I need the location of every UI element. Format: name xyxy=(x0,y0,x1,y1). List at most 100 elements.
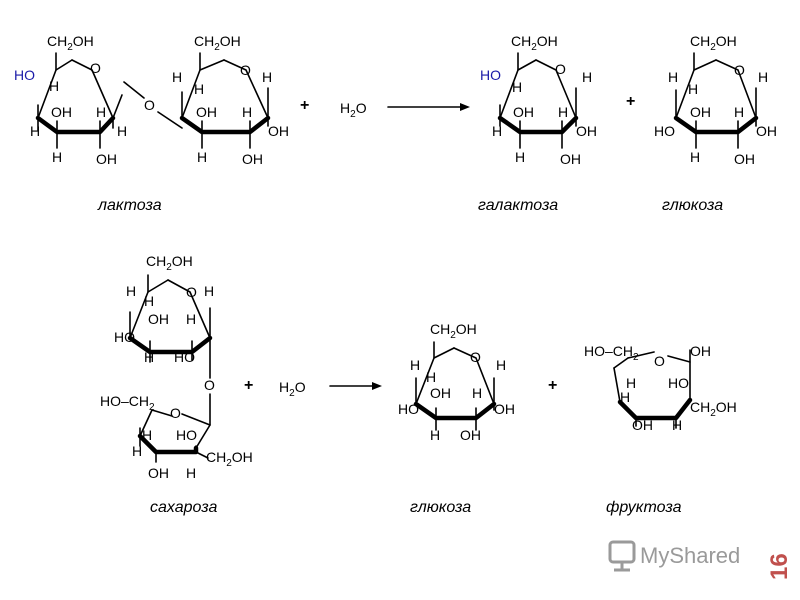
glucose-structure: CH2OH O H H H OH H HO OH H OH xyxy=(654,33,777,167)
sucrose-fructose-ring: HO–CH2 O H HO H H CH2OH OH xyxy=(100,393,253,481)
sucrose-structure: CH2OH O H H H OH H HO H HO O HO–CH2 O H xyxy=(100,253,253,481)
h-label: H xyxy=(144,349,154,365)
h-label: H xyxy=(626,375,636,391)
h-label: H xyxy=(492,123,502,139)
h-label: H xyxy=(144,293,154,309)
h-label: H xyxy=(430,427,440,443)
h-label: H xyxy=(426,369,436,385)
h-label: H xyxy=(734,104,744,120)
h-label: H xyxy=(172,69,182,85)
oh-label: OH xyxy=(690,343,711,359)
plus-sign: + xyxy=(626,93,635,110)
h-label: H xyxy=(117,123,127,139)
sucrose-glucose-ring: CH2OH O H H H OH H HO H HO xyxy=(114,253,214,379)
ch2oh-label: CH2OH xyxy=(47,33,94,53)
oh-label: OH xyxy=(756,123,777,139)
h-label: H xyxy=(758,69,768,85)
oh-label: OH xyxy=(734,151,755,167)
oh-label: OH xyxy=(430,385,451,401)
ring-oxygen: O xyxy=(170,405,181,421)
ring-oxygen: O xyxy=(555,61,566,77)
plus-sign: + xyxy=(244,377,253,394)
caption-sucrose: сахароза xyxy=(150,499,217,516)
oh-label: OH xyxy=(494,401,515,417)
h-label: H xyxy=(410,357,420,373)
h-label: H xyxy=(262,69,272,85)
reaction-arrow xyxy=(329,382,382,390)
oh-label: OH xyxy=(576,123,597,139)
ho-label-highlight: HO xyxy=(14,67,35,83)
oh-label: OH xyxy=(690,104,711,120)
h-label: H xyxy=(197,149,207,165)
h-label: H xyxy=(690,149,700,165)
h-label: H xyxy=(30,123,40,139)
h-label: H xyxy=(512,79,522,95)
h-label: H xyxy=(126,283,136,299)
h-label: H xyxy=(496,357,506,373)
galactose-structure: CH2OH HO O H H OH H H OH H OH xyxy=(480,33,597,167)
watermark-text: MyShared xyxy=(640,543,740,568)
h-label: H xyxy=(688,81,698,97)
lactose-structure: CH2OH HO O H OH H H H H OH O xyxy=(14,33,289,167)
water-formula: H2O xyxy=(340,100,367,120)
ho-label: HO xyxy=(668,375,689,391)
lactose-galactose-ring: CH2OH HO O H OH H H H H OH xyxy=(14,33,127,167)
ch2oh-label: CH2OH xyxy=(146,253,193,273)
ring-oxygen: O xyxy=(90,60,101,76)
ring-oxygen: O xyxy=(654,353,665,369)
lactose-glucose-ring: CH2OH O H H H OH H OH H OH xyxy=(172,33,289,167)
ring-oxygen: O xyxy=(240,62,251,78)
oh-label: OH xyxy=(148,311,169,327)
h-label: H xyxy=(668,69,678,85)
caption-glucose: глюкоза xyxy=(662,197,723,214)
h-label: H xyxy=(96,104,106,120)
h-label: H xyxy=(582,69,592,85)
h-label: H xyxy=(558,104,568,120)
h-label: H xyxy=(132,443,142,459)
h-label: H xyxy=(194,81,204,97)
ring-oxygen: O xyxy=(470,349,481,365)
ring-oxygen: O xyxy=(734,62,745,78)
oh-label: OH xyxy=(51,104,72,120)
water-formula: H2O xyxy=(279,379,306,399)
oh-label: OH xyxy=(268,123,289,139)
glucose-structure: CH2OH O H H H OH H HO OH H OH xyxy=(398,321,515,443)
ho-label: HO xyxy=(114,329,135,345)
h-label: H xyxy=(142,427,152,443)
plus-sign: + xyxy=(548,377,557,394)
caption-lactose: лактоза xyxy=(97,197,162,214)
h-label: H xyxy=(672,417,682,433)
ho-label: HO xyxy=(654,123,675,139)
ho-label-highlight: HO xyxy=(480,67,501,83)
ch2oh-label: CH2OH xyxy=(511,33,558,53)
ring-oxygen: O xyxy=(186,284,197,300)
glycosidic-oxygen: O xyxy=(144,97,155,113)
reaction-arrow xyxy=(387,103,470,111)
slide-number: 16 xyxy=(766,553,793,580)
ho-label: HO xyxy=(174,349,195,365)
oh-label: OH xyxy=(148,465,169,481)
oh-label: OH xyxy=(632,417,653,433)
ch2oh-label: CH2OH xyxy=(206,449,253,469)
oh-label: OH xyxy=(96,151,117,167)
caption-fructose: фруктоза xyxy=(606,499,682,516)
ho-label: HO xyxy=(176,427,197,443)
oh-label: OH xyxy=(460,427,481,443)
h-label: H xyxy=(620,389,630,405)
ch2oh-label: CH2OH xyxy=(430,321,477,341)
oh-label: OH xyxy=(513,104,534,120)
fructose-structure: HO–CH2 O OH H HO H CH2OH OH H xyxy=(584,343,737,433)
monitor-icon xyxy=(608,540,636,572)
plus-sign: + xyxy=(300,97,309,114)
oh-label: OH xyxy=(242,151,263,167)
oh-label: OH xyxy=(560,151,581,167)
h-label: H xyxy=(186,465,196,481)
ho-ch2-label: HO–CH2 xyxy=(584,343,639,363)
oh-label: OH xyxy=(196,104,217,120)
h-label: H xyxy=(472,385,482,401)
h-label: H xyxy=(186,311,196,327)
ch2oh-label: CH2OH xyxy=(690,399,737,419)
watermark: MyShared xyxy=(608,540,740,572)
